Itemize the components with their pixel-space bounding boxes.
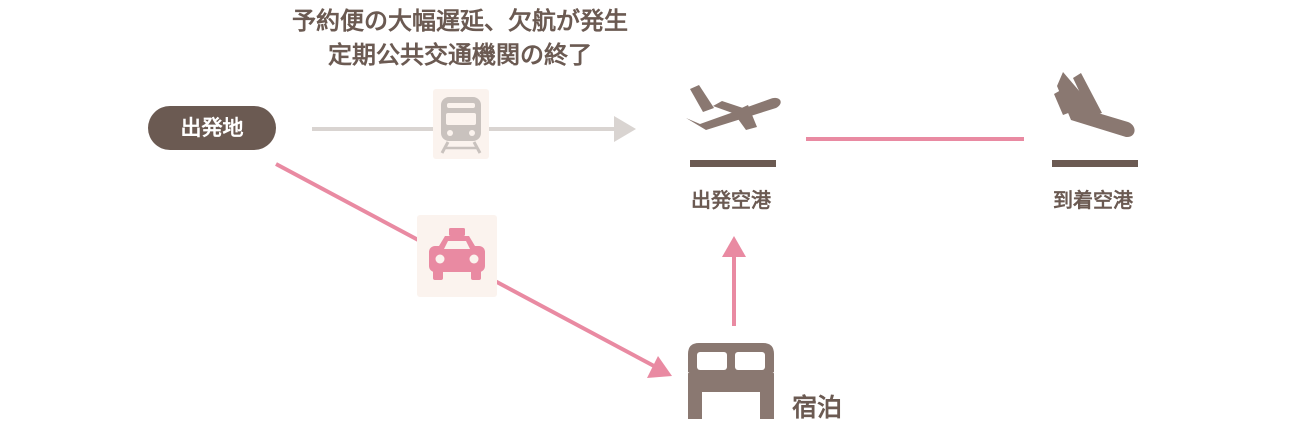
airplane-landing-icon — [1052, 72, 1138, 167]
bed-icon — [688, 343, 774, 419]
disruption-note: 予約便の大幅遅延、欠航が発生 定期公共交通機関の終了 — [250, 4, 670, 72]
taxi-route-arrowhead — [647, 356, 672, 378]
disruption-note-line2: 定期公共交通機関の終了 — [328, 41, 592, 69]
train-route-arrowhead — [614, 116, 636, 142]
hotel-to-airport-route — [722, 236, 746, 326]
origin-badge: 出発地 — [148, 106, 276, 150]
hotel-to-airport-arrowhead — [722, 236, 746, 257]
train-icon — [433, 89, 489, 159]
taxi-icon — [417, 215, 497, 297]
arrival-airport-label: 到着空港 — [1053, 188, 1133, 212]
hotel-label: 宿泊 — [792, 393, 843, 422]
airplane-takeoff-icon — [686, 85, 781, 167]
departure-airport-label: 出発空港 — [691, 188, 771, 212]
disruption-note-line1: 予約便の大幅遅延、欠航が発生 — [292, 7, 628, 35]
